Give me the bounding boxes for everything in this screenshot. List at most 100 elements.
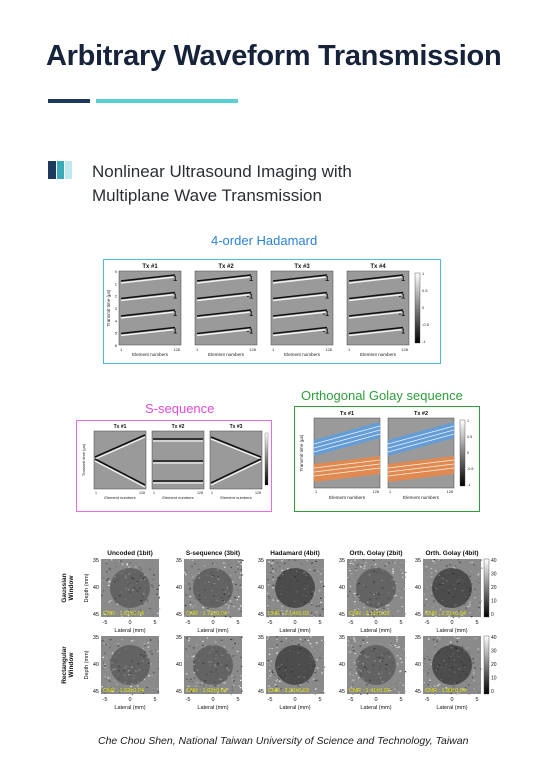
- bmode-speckle: [272, 568, 274, 570]
- bmode-speckle: [189, 593, 192, 595]
- bmode-speckle: [353, 595, 356, 597]
- bmode-speckle: [431, 595, 433, 597]
- bmode-speckle: [228, 579, 230, 581]
- bmode-speckle: [322, 580, 325, 582]
- bmode-speckle: [432, 559, 434, 562]
- bmode-speckle: [445, 687, 447, 689]
- s-sequence-xlabel: Element numbers: [220, 495, 251, 500]
- bmode-speckle: [198, 594, 201, 597]
- bmode-speckle: [114, 601, 117, 604]
- bmode-speckle: [377, 602, 380, 605]
- bmode-speckle: [267, 660, 270, 662]
- bmode-speckle: [310, 602, 313, 604]
- bmode-speckle: [217, 692, 219, 694]
- bmode-speckle: [432, 606, 434, 608]
- bmode-speckle: [236, 650, 239, 652]
- bmode-speckle: [290, 614, 293, 616]
- bmode-speckle: [469, 570, 472, 572]
- bmode-speckle: [385, 563, 388, 565]
- bmode-speckle: [390, 579, 393, 581]
- bmode-xlabel: Lateral (mm): [360, 628, 391, 634]
- bmode-speckle: [136, 590, 139, 592]
- bmode-speckle: [109, 688, 112, 690]
- bmode-speckle: [212, 562, 214, 565]
- bmode-y-tick: 40: [415, 585, 421, 591]
- bmode-speckle: [109, 580, 111, 583]
- golay-colorbar-tick: 0: [467, 451, 469, 455]
- bmode-speckle: [201, 599, 203, 602]
- bmode-speckle: [357, 671, 360, 673]
- bmode-speckle: [301, 609, 303, 611]
- bmode-speckle: [309, 602, 311, 604]
- bmode-speckle: [188, 688, 191, 690]
- bmode-speckle: [481, 567, 483, 569]
- bmode-speckle: [430, 576, 433, 578]
- bmode-ylabel: Depth (mm): [84, 650, 90, 679]
- bmode-speckle: [383, 607, 385, 609]
- bmode-speckle: [274, 684, 277, 686]
- bmode-speckle: [291, 640, 293, 642]
- bmode-speckle: [378, 668, 381, 671]
- bmode-colorbar-tick: 40: [491, 558, 497, 564]
- bmode-speckle: [392, 692, 394, 694]
- bmode-speckle: [146, 600, 149, 602]
- bmode-speckle: [105, 560, 108, 562]
- bmode-speckle: [360, 566, 362, 568]
- bmode-speckle: [350, 573, 353, 575]
- bmode-speckle: [354, 652, 357, 655]
- bmode-speckle: [108, 680, 110, 682]
- bmode-speckle: [227, 676, 230, 678]
- bmode-speckle: [157, 657, 159, 659]
- bmode-speckle: [153, 589, 156, 591]
- bmode-speckle: [398, 646, 400, 648]
- bmode-speckle: [241, 559, 244, 561]
- bmode-speckle: [353, 661, 356, 664]
- bmode-speckle: [217, 575, 219, 578]
- bmode-speckle: [401, 654, 403, 656]
- bmode-speckle: [480, 559, 482, 561]
- bmode-speckle: [227, 669, 230, 671]
- bmode-speckle: [240, 605, 242, 607]
- bmode-speckle: [226, 664, 229, 666]
- golay-x-tick: 1: [389, 490, 391, 494]
- bmode-cyst: [356, 568, 396, 608]
- bmode-speckle: [192, 602, 194, 604]
- bmode-speckle: [423, 662, 425, 664]
- bmode-speckle: [148, 664, 150, 666]
- bmode-speckle: [473, 564, 475, 566]
- bmode-speckle: [398, 692, 401, 694]
- bmode-speckle: [287, 568, 289, 570]
- hadamard-wave-dark: [120, 274, 176, 282]
- s-sequence-ylabel: Transmit time (μs): [81, 443, 86, 476]
- bmode-speckle: [428, 659, 431, 661]
- bmode-speckle: [380, 572, 382, 574]
- bmode-speckle: [379, 676, 382, 679]
- bmode-speckle: [478, 572, 480, 574]
- bmode-speckle: [316, 659, 318, 661]
- bmode-speckle: [144, 585, 146, 587]
- bmode-speckle: [374, 563, 377, 565]
- bmode-speckle: [390, 688, 392, 690]
- bmode-speckle: [391, 638, 393, 640]
- bmode-speckle: [316, 667, 319, 669]
- bmode-speckle: [266, 603, 269, 605]
- bmode-speckle: [367, 656, 370, 658]
- bmode-speckle: [114, 660, 116, 662]
- s-sequence-wave-dark: [210, 436, 262, 458]
- bmode-y-tick: 40: [176, 585, 182, 591]
- bmode-speckle: [141, 648, 143, 650]
- bmode-speckle: [239, 584, 242, 586]
- bmode-speckle: [117, 653, 120, 655]
- bmode-speckle: [232, 647, 234, 649]
- bmode-speckle: [378, 594, 380, 596]
- bmode-speckle: [385, 604, 387, 607]
- bmode-speckle: [223, 646, 226, 648]
- bmode-speckle: [381, 654, 383, 656]
- hadamard-wave-dark: [120, 326, 176, 335]
- bmode-colorbar-tick: 10: [491, 599, 497, 605]
- bmode-speckle: [223, 683, 226, 685]
- bmode-speckle: [216, 651, 219, 653]
- bmode-speckle: [375, 593, 377, 595]
- bmode-speckle: [212, 575, 214, 577]
- bmode-speckle: [136, 582, 138, 584]
